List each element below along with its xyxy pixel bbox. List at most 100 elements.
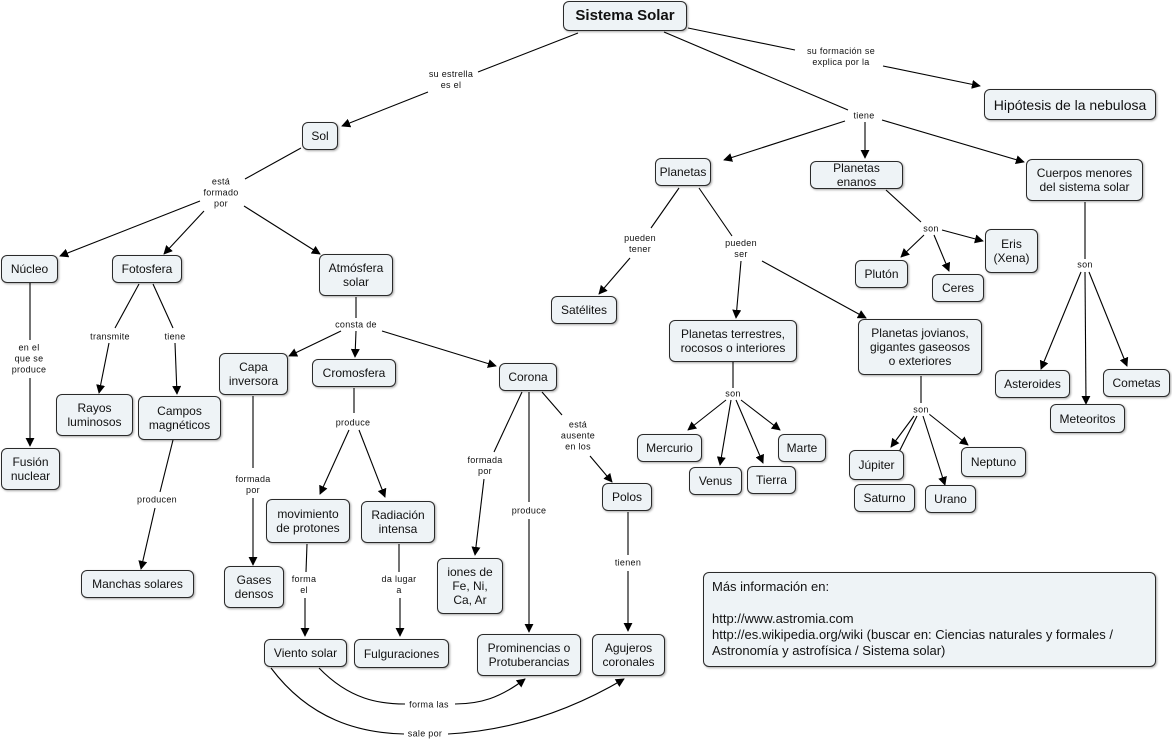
link-en-el-que: en el que se produce bbox=[10, 342, 48, 376]
link-sale-por: sale por bbox=[406, 728, 444, 740]
link-produce-corona: produce bbox=[510, 505, 548, 517]
edge bbox=[735, 399, 764, 464]
concept-satelites[interactable]: Satélites bbox=[551, 296, 617, 324]
edge bbox=[882, 65, 981, 89]
concept-atmosfera-solar[interactable]: Atmósfera solar bbox=[319, 254, 393, 296]
link-tiene: tiene bbox=[852, 110, 876, 122]
edge bbox=[358, 429, 387, 498]
concept-saturno[interactable]: Saturno bbox=[854, 484, 915, 512]
edge bbox=[477, 32, 579, 73]
concept-nucleo[interactable]: Núcleo bbox=[1, 255, 58, 283]
concept-radiacion-intensa[interactable]: Radiación intensa bbox=[361, 501, 435, 543]
concept-fusion-nuclear[interactable]: Fusión nuclear bbox=[1, 448, 60, 490]
concept-planetas-terrestres[interactable]: Planetas terrestres, rocosos o interiore… bbox=[669, 320, 797, 362]
link-tiene-fotosfera: tiene bbox=[163, 331, 187, 343]
more-info-link-astromia[interactable]: http://www.astromia.com bbox=[712, 611, 854, 626]
concept-sol[interactable]: Sol bbox=[302, 122, 338, 150]
concept-cometas[interactable]: Cometas bbox=[1103, 369, 1170, 397]
concept-gases-densos[interactable]: Gases densos bbox=[224, 566, 284, 608]
concept-polos[interactable]: Polos bbox=[602, 483, 652, 511]
concept-corona[interactable]: Corona bbox=[499, 363, 557, 391]
edge bbox=[716, 399, 732, 466]
edge bbox=[493, 391, 523, 453]
edge bbox=[59, 200, 201, 258]
concept-marte[interactable]: Marte bbox=[778, 434, 826, 462]
edge bbox=[447, 678, 625, 735]
concept-planetas[interactable]: Planetas bbox=[655, 158, 711, 186]
edge bbox=[471, 478, 485, 556]
edge bbox=[96, 342, 110, 394]
concept-jupiter[interactable]: Júpiter bbox=[849, 450, 904, 480]
link-consta-de: consta de bbox=[334, 319, 378, 331]
edge bbox=[687, 399, 727, 431]
concept-fulguraciones[interactable]: Fulguraciones bbox=[354, 639, 449, 668]
concept-ceres[interactable]: Ceres bbox=[932, 274, 984, 302]
edge bbox=[723, 120, 846, 162]
edge bbox=[1081, 271, 1091, 405]
concept-sistema-solar[interactable]: Sistema Solar bbox=[563, 1, 687, 31]
edge bbox=[589, 455, 613, 483]
edge bbox=[243, 205, 321, 255]
link-formada-por-corona: formada por bbox=[466, 455, 504, 477]
concept-cromosfera[interactable]: Cromosfera bbox=[312, 359, 396, 387]
concept-manchas-solares[interactable]: Manchas solares bbox=[81, 570, 194, 598]
concept-mercurio[interactable]: Mercurio bbox=[637, 434, 702, 462]
link-son-terrestres: son bbox=[724, 388, 742, 400]
edge bbox=[152, 283, 174, 329]
edge bbox=[1039, 271, 1082, 370]
concept-agujeros-coronales[interactable]: Agujeros coronales bbox=[592, 634, 665, 676]
link-forma-las: forma las bbox=[408, 699, 450, 711]
concept-hipotesis-nebulosa[interactable]: Hipótesis de la nebulosa bbox=[984, 89, 1156, 120]
more-info-link-wikipedia[interactable]: http://es.wikipedia.org/wiki (buscar en:… bbox=[712, 627, 1114, 658]
edge bbox=[598, 257, 631, 295]
link-son-jovianos: son bbox=[912, 404, 930, 416]
more-info-heading: Más información en: bbox=[712, 579, 830, 594]
concept-cuerpos-menores[interactable]: Cuerpos menores del sistema solar bbox=[1026, 159, 1143, 201]
concept-capa-inversora[interactable]: Capa inversora bbox=[219, 353, 288, 395]
concept-pluton[interactable]: Plutón bbox=[855, 260, 908, 288]
edge bbox=[881, 119, 1025, 165]
concept-asteroides[interactable]: Asteroides bbox=[995, 370, 1070, 398]
more-info-box: Más información en: http://www.astromia.… bbox=[703, 572, 1156, 667]
edge bbox=[687, 27, 796, 51]
link-forma-el: forma el bbox=[290, 574, 318, 596]
edge bbox=[650, 187, 680, 229]
edge bbox=[732, 260, 742, 319]
edge bbox=[172, 342, 182, 395]
concept-neptuno[interactable]: Neptuno bbox=[961, 447, 1026, 477]
concept-venus[interactable]: Venus bbox=[689, 467, 742, 495]
edge bbox=[941, 229, 984, 244]
edge bbox=[341, 91, 429, 128]
concept-tierra[interactable]: Tierra bbox=[747, 466, 796, 494]
concept-meteoritos[interactable]: Meteoritos bbox=[1050, 404, 1125, 433]
edge bbox=[138, 507, 156, 570]
concept-viento-solar[interactable]: Viento solar bbox=[264, 639, 347, 667]
concept-rayos-luminosos[interactable]: Rayos luminosos bbox=[56, 394, 133, 436]
concept-prominencias[interactable]: Prominencias o Protuberancias bbox=[477, 634, 581, 676]
link-su-estrella: su estrella es el bbox=[427, 69, 475, 91]
concept-iones[interactable]: iones de Fe, Ni, Ca, Ar bbox=[437, 558, 503, 614]
edge bbox=[319, 429, 350, 495]
concept-campos-magneticos[interactable]: Campos magnéticos bbox=[138, 396, 221, 440]
link-son-cuerpos: son bbox=[1076, 259, 1094, 271]
edge bbox=[933, 234, 951, 272]
edge bbox=[381, 330, 497, 368]
edge bbox=[350, 330, 360, 358]
edge bbox=[114, 283, 140, 329]
edge bbox=[305, 543, 308, 573]
edge bbox=[1088, 271, 1129, 367]
concept-urano[interactable]: Urano bbox=[925, 485, 976, 513]
concept-planetas-enanos[interactable]: Planetas enanos bbox=[810, 161, 903, 189]
concept-planetas-jovianos[interactable]: Planetas jovianos, gigantes gaseosos o e… bbox=[858, 319, 982, 375]
link-esta-formado: está formado por bbox=[202, 176, 240, 210]
link-son-enanos: son bbox=[922, 223, 940, 235]
concept-fotosfera[interactable]: Fotosfera bbox=[112, 255, 182, 283]
edge bbox=[740, 399, 781, 431]
edge bbox=[698, 187, 733, 237]
edge bbox=[454, 678, 526, 705]
concept-movimiento-protones[interactable]: movimiento de protones bbox=[266, 499, 350, 543]
concept-eris[interactable]: Eris (Xena) bbox=[985, 229, 1038, 273]
edge bbox=[159, 439, 174, 493]
edge bbox=[898, 415, 918, 453]
